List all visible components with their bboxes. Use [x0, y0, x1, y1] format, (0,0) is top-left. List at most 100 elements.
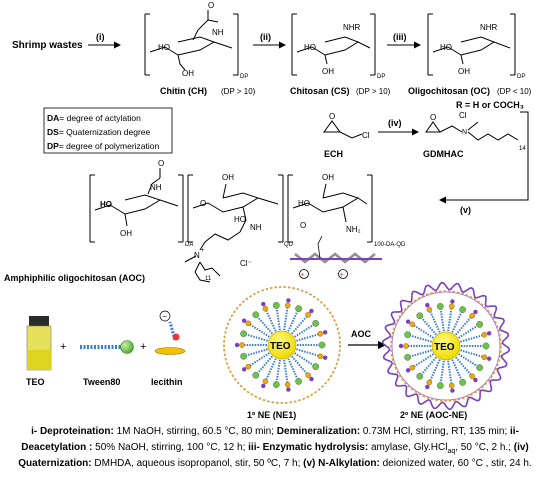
svg-text:HO: HO [234, 215, 246, 224]
surfactant-head [240, 352, 248, 360]
oligo-nhr: NHR [480, 23, 498, 32]
surfactant-tail [247, 322, 270, 338]
surfactant-tail [428, 309, 441, 333]
surfactant-tail [255, 314, 273, 335]
svg-text:+: + [340, 272, 344, 279]
svg-text:OH: OH [120, 229, 132, 238]
surfactant-tail [264, 308, 277, 332]
surfactant-head [409, 321, 416, 328]
surfactant-head [252, 371, 260, 379]
surfactant-head [240, 330, 248, 338]
surfactant-tail [291, 314, 309, 335]
arrow-step-v [439, 111, 529, 204]
surfactant-head [284, 381, 291, 388]
charge-dot [405, 368, 411, 373]
surfactant-head [262, 305, 269, 312]
ne2-droplet [381, 281, 511, 411]
tween80-label: Tween80 [83, 377, 120, 387]
svg-text:NH: NH [250, 223, 262, 232]
surfactant-head [459, 306, 467, 314]
surfactant-tail [411, 353, 434, 369]
legend-da: DA= degree of actylation [47, 113, 141, 123]
surfactant-head [317, 353, 324, 360]
surfactant-tail [296, 332, 321, 342]
tween80-icon [80, 340, 134, 354]
surfactant-tail [447, 306, 453, 332]
svg-text:OH: OH [222, 173, 234, 182]
charge-dot [309, 376, 314, 382]
surfactant-tail [451, 359, 464, 383]
svg-text:11: 11 [205, 276, 212, 282]
surfactant-head [245, 363, 252, 370]
surfactant-head [403, 343, 409, 349]
chitosan-oh: OH [322, 67, 334, 76]
surfactant-tail [419, 356, 437, 377]
charge-dot [473, 377, 478, 383]
svg-text:+: + [201, 248, 205, 254]
chitosan-structure: HO OH NHR DP [291, 13, 385, 80]
surfactant-tail [460, 349, 485, 359]
charge-dot [309, 308, 314, 314]
svg-text:Cl⁻: Cl⁻ [240, 259, 252, 268]
step-iv-label: (iv) [388, 118, 402, 128]
surfactant-head [312, 319, 320, 327]
legend-dp: DP= degree of polymerization [47, 141, 159, 151]
surfactant-tail [283, 359, 289, 385]
svg-text:100-DA-QD: 100-DA-QD [374, 242, 406, 248]
charge-dot [286, 387, 291, 392]
gdmhac-label: GDMHAC [423, 149, 464, 159]
surfactant-head [295, 377, 303, 385]
surfactant-tail [439, 306, 445, 332]
surfactant-head [476, 320, 484, 328]
surfactant-tail [275, 305, 281, 331]
aoc-label: Amphiphilic oligochitosan (AOC) [4, 273, 145, 283]
chitin-dp: DP [240, 74, 248, 80]
conditions-line-2: Deacetylation : 50% NaOH, stirring, 100 … [21, 442, 529, 455]
surfactant-head [252, 311, 260, 319]
chitin-nh: NH [212, 28, 224, 37]
surfactant-tail [455, 315, 473, 336]
teo-vial-icon [26, 316, 52, 371]
surfactant-tail [455, 356, 473, 377]
chitosan-ho: HO [304, 43, 316, 52]
surfactant-head [404, 331, 412, 339]
charge-dot [398, 343, 404, 349]
plus-1: + [60, 341, 66, 353]
step-i-label: (i) [96, 32, 105, 42]
svg-text:N: N [462, 129, 467, 136]
surfactant-head [416, 372, 424, 380]
surfactant-tail [294, 322, 317, 338]
ech-structure: O Cl [323, 112, 370, 140]
aoc-structure: O NH HO OH DA OH O HO NH QD OH HO O NH₂ … [89, 159, 406, 283]
surfactant-head [284, 302, 291, 309]
svg-text:HO: HO [100, 200, 112, 209]
step-iii-label: (iii) [393, 32, 407, 42]
surfactant-head [448, 303, 455, 310]
surfactant-head [426, 306, 433, 313]
surfactant-head [482, 342, 490, 350]
surfactant-head [459, 378, 467, 386]
surfactant-head [481, 354, 488, 361]
surfactant-tail [294, 352, 317, 368]
surfactant-tail [287, 358, 300, 382]
oligo-oh: OH [458, 67, 470, 76]
legend-ds: DS= Quaternization degree [47, 127, 151, 137]
ech-label: ECH [324, 149, 343, 159]
svg-text:O: O [329, 112, 335, 121]
lecithin-icon: − [154, 310, 186, 355]
oligochitosan-structure: HO OH NHR DP [427, 13, 525, 80]
surfactant-head [436, 382, 444, 389]
lecithin-label: lecithin [151, 377, 183, 387]
chitin-name: Chitin (CH) [160, 86, 207, 96]
surfactant-head [305, 372, 311, 379]
chitosan-nhr: NHR [343, 23, 361, 32]
surfactant-head [469, 312, 475, 319]
charge-dot [241, 318, 247, 323]
surfactant-head [416, 312, 424, 320]
svg-text:+: + [301, 272, 305, 279]
oligo-ho: HO [440, 43, 452, 52]
charge-dot [405, 319, 411, 324]
ne2-label: 2º NE (AOC-NE) [400, 410, 467, 420]
charge-dot [234, 342, 240, 348]
